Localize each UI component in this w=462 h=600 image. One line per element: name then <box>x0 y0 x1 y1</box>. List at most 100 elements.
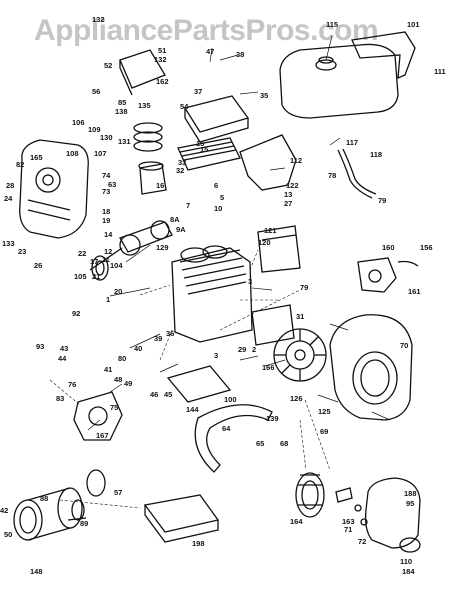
piston-rings <box>133 122 163 152</box>
part-label: 9A <box>176 225 186 234</box>
leader-lines <box>87 35 391 431</box>
part-label: 125 <box>318 407 331 416</box>
cylinder-head <box>177 137 241 171</box>
part-label: 49 <box>124 379 133 388</box>
part-label: 115 <box>326 20 339 29</box>
part-label: 144 <box>186 405 199 414</box>
part-label: 163 <box>342 517 355 526</box>
part-label: 117 <box>346 138 359 147</box>
part-label: 24 <box>4 194 13 203</box>
part-label: 2 <box>252 345 257 354</box>
part-label: 22 <box>78 249 87 258</box>
flywheel <box>273 328 327 382</box>
part-label: 26 <box>34 261 43 270</box>
crankshaft <box>89 220 173 271</box>
part-label: 198 <box>192 539 205 548</box>
part-label: 37 <box>194 87 203 96</box>
part-label: 93 <box>36 342 45 351</box>
valve-cover <box>183 95 250 143</box>
part-label: 70 <box>400 341 409 350</box>
mounting-bracket <box>257 225 301 273</box>
part-label: 8A <box>170 215 180 224</box>
part-label: 46 <box>150 390 159 399</box>
tank-mount-bracket <box>239 134 297 191</box>
part-label: 10 <box>214 204 223 213</box>
part-label: 47 <box>206 47 215 56</box>
part-label: 7 <box>186 201 191 210</box>
blower-housing <box>329 314 413 421</box>
part-label: 44 <box>58 354 67 363</box>
part-label: 100 <box>224 395 237 404</box>
part-label: 135 <box>138 101 151 110</box>
part-label: 39 <box>154 334 163 343</box>
part-label: 5 <box>220 193 225 202</box>
part-label: 160 <box>382 243 395 252</box>
part-label: 69 <box>320 427 329 436</box>
part-label: 108 <box>66 149 79 158</box>
part-label: 13 <box>284 190 293 199</box>
part-label: 105 <box>74 272 87 281</box>
engine-block <box>171 245 253 343</box>
part-label: 52 <box>104 61 113 70</box>
part-label: 23 <box>18 247 27 256</box>
part-label: 109 <box>88 125 101 134</box>
part-label: 40 <box>134 344 143 353</box>
part-label: 64 <box>222 424 231 433</box>
part-label: 106 <box>72 118 85 127</box>
part-label: 27 <box>284 199 293 208</box>
part-label: 42 <box>0 506 9 515</box>
part-label: 32 <box>176 166 185 175</box>
part-label: 54 <box>180 102 189 111</box>
part-label: 82 <box>16 160 25 169</box>
part-label: 118 <box>370 150 383 159</box>
gas-tank <box>279 43 399 119</box>
part-label: 12 <box>104 247 113 256</box>
electric-starter <box>13 487 87 541</box>
part-label: 73 <box>102 187 111 196</box>
part-label: 3 <box>248 277 253 286</box>
crankcase-cover <box>19 139 89 239</box>
recoil-starter <box>364 477 421 553</box>
part-label: 50 <box>4 530 13 539</box>
part-label: 126 <box>290 394 303 403</box>
part-label: 18 <box>102 207 111 216</box>
part-label: 48 <box>114 375 123 384</box>
part-label: 35 <box>260 91 269 100</box>
part-label: 80 <box>118 354 127 363</box>
part-label: 38 <box>236 50 245 59</box>
part-label: 111 <box>434 67 446 76</box>
part-label: 156 <box>420 243 433 252</box>
part-label: 166 <box>262 363 275 372</box>
part-label: 51 <box>158 46 167 55</box>
part-label: 21 <box>92 272 101 281</box>
part-label: 79 <box>300 283 309 292</box>
part-label: 75 <box>110 403 119 412</box>
part-label: 72 <box>358 537 367 546</box>
tank-bracket <box>351 31 416 80</box>
part-label: 110 <box>400 557 413 566</box>
part-label: 164 <box>290 517 303 526</box>
part-label: 139 <box>266 414 279 423</box>
carburetor <box>73 391 123 441</box>
part-label: 95 <box>406 499 415 508</box>
part-label: 112 <box>290 156 303 165</box>
part-label: 3 <box>214 351 219 360</box>
part-label: 28 <box>6 181 15 190</box>
part-label: 15 <box>196 139 205 148</box>
ignition-coil <box>357 257 397 293</box>
part-label: 122 <box>286 181 299 190</box>
part-label: 120 <box>258 238 271 247</box>
part-label: 83 <box>56 394 65 403</box>
part-label: 133 <box>2 239 15 248</box>
part-label: 1 <box>106 295 111 304</box>
part-label: 165 <box>30 153 43 162</box>
part-label: 130 <box>100 133 113 142</box>
part-label: 129 <box>156 243 169 252</box>
part-label: 71 <box>344 525 353 534</box>
part-label: 16 <box>156 181 165 190</box>
part-label: 89 <box>80 519 89 528</box>
part-label: 138 <box>115 107 128 116</box>
part-label: 101 <box>407 20 420 29</box>
